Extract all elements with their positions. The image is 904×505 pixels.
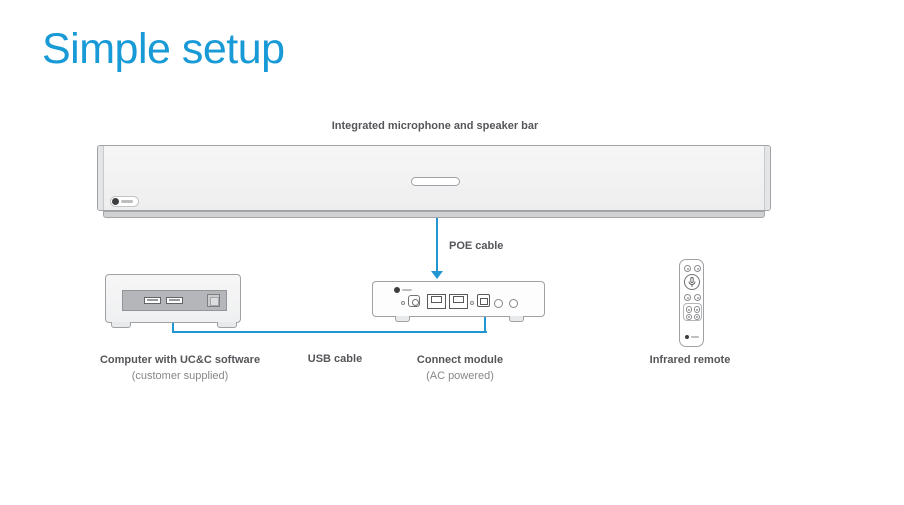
brand-logo-wordmark bbox=[121, 200, 133, 203]
remote-button-icon bbox=[683, 264, 691, 272]
brand-logo bbox=[685, 335, 699, 339]
brand-logo-dot bbox=[394, 287, 400, 293]
connect-module bbox=[372, 281, 545, 322]
page-title: Simple setup bbox=[42, 25, 285, 73]
remote-button-icon bbox=[683, 294, 691, 301]
poe-cable-line bbox=[436, 218, 438, 271]
brand-logo-dot bbox=[685, 335, 689, 339]
audio-jack-icon bbox=[494, 299, 503, 308]
remote-label: Infrared remote bbox=[649, 354, 731, 366]
infrared-remote bbox=[679, 259, 704, 347]
brand-logo-wordmark bbox=[690, 336, 699, 338]
speaker-bar-label: Integrated microphone and speaker bar bbox=[331, 120, 539, 132]
remote-button-icon bbox=[685, 313, 692, 320]
connector-port-icon bbox=[207, 294, 220, 307]
remote-button-group bbox=[682, 303, 702, 321]
arrow-down-icon bbox=[431, 271, 443, 279]
power-jack-icon bbox=[408, 295, 420, 307]
speaker-bar-endcap-left bbox=[98, 146, 104, 210]
usb-cable-line bbox=[484, 312, 486, 333]
speaker-bar-base bbox=[103, 211, 765, 218]
connect-module-sublabel: (AC powered) bbox=[426, 370, 494, 382]
brand-logo bbox=[110, 196, 139, 207]
speaker-bar-endcap-right bbox=[764, 146, 770, 210]
remote-button-icon bbox=[693, 306, 700, 313]
brand-logo bbox=[394, 287, 412, 293]
computer-port-panel bbox=[122, 290, 227, 311]
computer-foot bbox=[217, 322, 237, 328]
remote-button-icon bbox=[693, 264, 701, 272]
brand-logo-wordmark bbox=[402, 288, 412, 292]
led-indicator bbox=[470, 301, 474, 305]
audio-jack-icon bbox=[509, 299, 518, 308]
remote-button-icon bbox=[693, 313, 700, 320]
computer-foot bbox=[111, 322, 131, 328]
usb-b-port-icon bbox=[477, 294, 490, 307]
speaker-bar bbox=[97, 145, 771, 211]
ethernet-port-icon bbox=[449, 294, 468, 309]
speaker-bar-indicator bbox=[411, 177, 460, 186]
mic-mute-button bbox=[684, 274, 700, 290]
led-indicator bbox=[401, 301, 405, 305]
module-foot bbox=[509, 316, 524, 322]
computer-sublabel: (customer supplied) bbox=[131, 370, 229, 382]
module-foot bbox=[395, 316, 410, 322]
microphone-icon bbox=[688, 276, 696, 287]
computer bbox=[105, 274, 241, 328]
usb-cable-line bbox=[172, 331, 487, 333]
ethernet-port-icon bbox=[427, 294, 446, 309]
usb-port-icon bbox=[144, 297, 161, 304]
brand-logo-dot bbox=[112, 198, 119, 205]
usb-cable-label: USB cable bbox=[307, 353, 363, 365]
computer-label: Computer with UC&C software bbox=[99, 354, 261, 366]
usb-port-icon bbox=[166, 297, 183, 304]
remote-button-icon bbox=[693, 294, 701, 301]
remote-button-icon bbox=[685, 306, 692, 313]
poe-cable-label: POE cable bbox=[449, 240, 504, 252]
connect-module-label: Connect module bbox=[416, 354, 504, 366]
